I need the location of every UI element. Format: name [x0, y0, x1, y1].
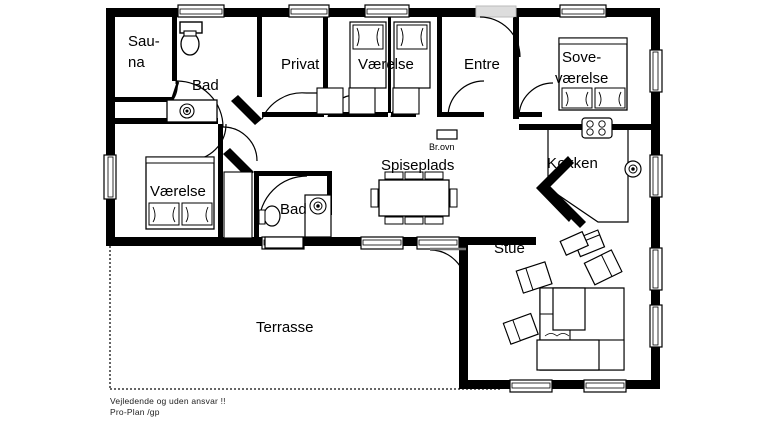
room-labels: Sau- na Bad Privat Værelse Entre Sove- v… [128, 33, 608, 336]
room-label-bad-north: Bad [192, 77, 219, 94]
window-bottom-3 [416, 236, 460, 250]
armchair-3 [515, 261, 553, 294]
room-label-stue: Stue [494, 240, 525, 257]
armchair-2 [583, 249, 623, 286]
room-label-koekken: Køkken [547, 155, 598, 172]
shower-south-bad [304, 194, 332, 238]
window-top-4 [559, 4, 607, 18]
room-label-bad-south: Bad [280, 201, 307, 218]
toilet-north-bad [180, 30, 200, 56]
bed-vaerelse-north-left [348, 21, 387, 115]
room-label-sauna: Sau- na [128, 33, 164, 71]
windows [103, 4, 663, 393]
room-label-vaerelse-west: Værelse [150, 183, 206, 200]
window-top-2 [288, 4, 330, 18]
sink-koekken [624, 160, 642, 178]
sofa-left-wing [536, 339, 600, 371]
dining-table [370, 171, 458, 225]
window-right-3 [649, 247, 663, 291]
window-left-1 [103, 154, 117, 200]
footer-disclaimer: Vejledende og uden ansvar !! [110, 396, 226, 406]
window-top-1 [177, 4, 225, 18]
shower-north-bad [166, 99, 218, 123]
armchair-4 [502, 312, 539, 345]
brovn-symbol [436, 129, 458, 140]
interior-walls [110, 17, 651, 245]
room-label-sovevaerelse: Sove- værelse [555, 49, 608, 87]
room-label-terrasse: Terrasse [256, 319, 314, 336]
window-bottom-2 [360, 236, 404, 250]
window-stue-2 [583, 379, 627, 393]
window-south-bad [264, 236, 304, 249]
room-label-entre: Entre [464, 56, 500, 73]
footer-credit: Pro-Plan /gp [110, 407, 160, 417]
coffee-table [552, 287, 586, 331]
window-right-2 [649, 154, 663, 198]
terrasse-boundary [109, 246, 500, 390]
room-label-spiseplads: Spiseplads [381, 157, 454, 174]
window-stue-1 [509, 379, 553, 393]
fixtures [145, 21, 642, 371]
door-top-entrance [475, 5, 517, 18]
bed-privat [316, 87, 344, 115]
annotation-br-ovn: Br.ovn [429, 142, 455, 152]
armchair-5 [559, 230, 590, 256]
room-label-vaerelse-north: Værelse [358, 56, 414, 73]
double-bed-sovevaerelse [558, 37, 628, 111]
double-bed-vaerelse-west [145, 156, 253, 239]
kitchen-counter [547, 130, 629, 223]
window-right-1 [649, 49, 663, 93]
room-label-privat: Privat [281, 56, 320, 73]
window-top-3 [364, 4, 410, 18]
toilet-south-bad [258, 205, 281, 227]
bed-vaerelse-north-right [392, 21, 431, 115]
window-right-4 [649, 304, 663, 348]
stove-koekken [581, 117, 613, 139]
